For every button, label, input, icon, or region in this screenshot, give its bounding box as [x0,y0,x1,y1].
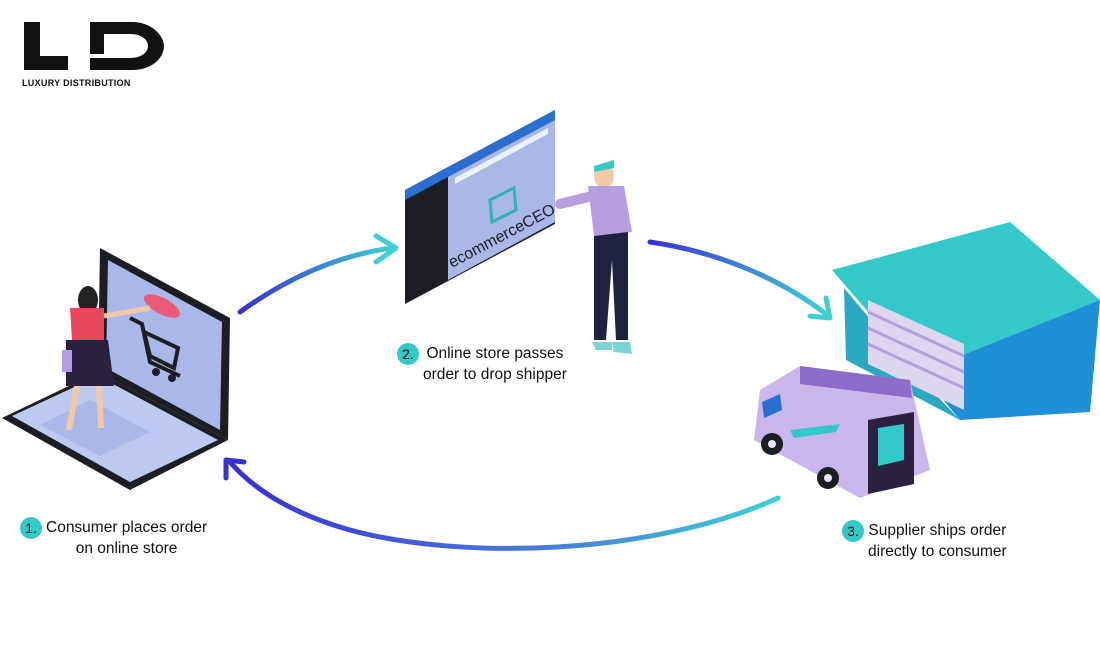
step-2-line-1: Online store passes [426,345,564,362]
flow-arrow-2-to-3 [647,239,833,321]
logo-mark [24,22,164,70]
flow-arrow-3-to-1 [223,457,781,551]
step-3-caption: 3. Supplier ships order directly to cons… [842,520,1007,562]
step-3-text: Supplier ships order directly to consume… [868,520,1007,562]
van-illustration [754,366,930,498]
flow-arrow-1-to-2 [237,233,399,315]
step-1-number: 1. [20,517,42,539]
step-1-line-2: on online store [75,540,178,557]
step-2-number: 2. [397,343,419,365]
warehouse-illustration [832,222,1100,420]
step-2-line-2: order to drop shipper [423,366,567,383]
step-3-line-2: directly to consumer [868,543,1007,560]
step-2-text: Online store passes order to drop shippe… [423,343,567,385]
step-1-text: Consumer places order on online store [46,517,207,559]
step-3-number: 3. [842,520,864,542]
laptop-illustration [2,248,230,490]
step-2-caption: 2. Online store passes order to drop shi… [397,343,567,385]
step-3-line-1: Supplier ships order [868,522,1007,539]
store-screen-illustration: ecommerceCEO [405,110,632,354]
logo-tagline: LUXURY DISTRIBUTION [22,78,131,88]
step-1-line-1: Consumer places order [46,519,208,536]
step-1-caption: 1. Consumer places order on online store [20,517,207,559]
